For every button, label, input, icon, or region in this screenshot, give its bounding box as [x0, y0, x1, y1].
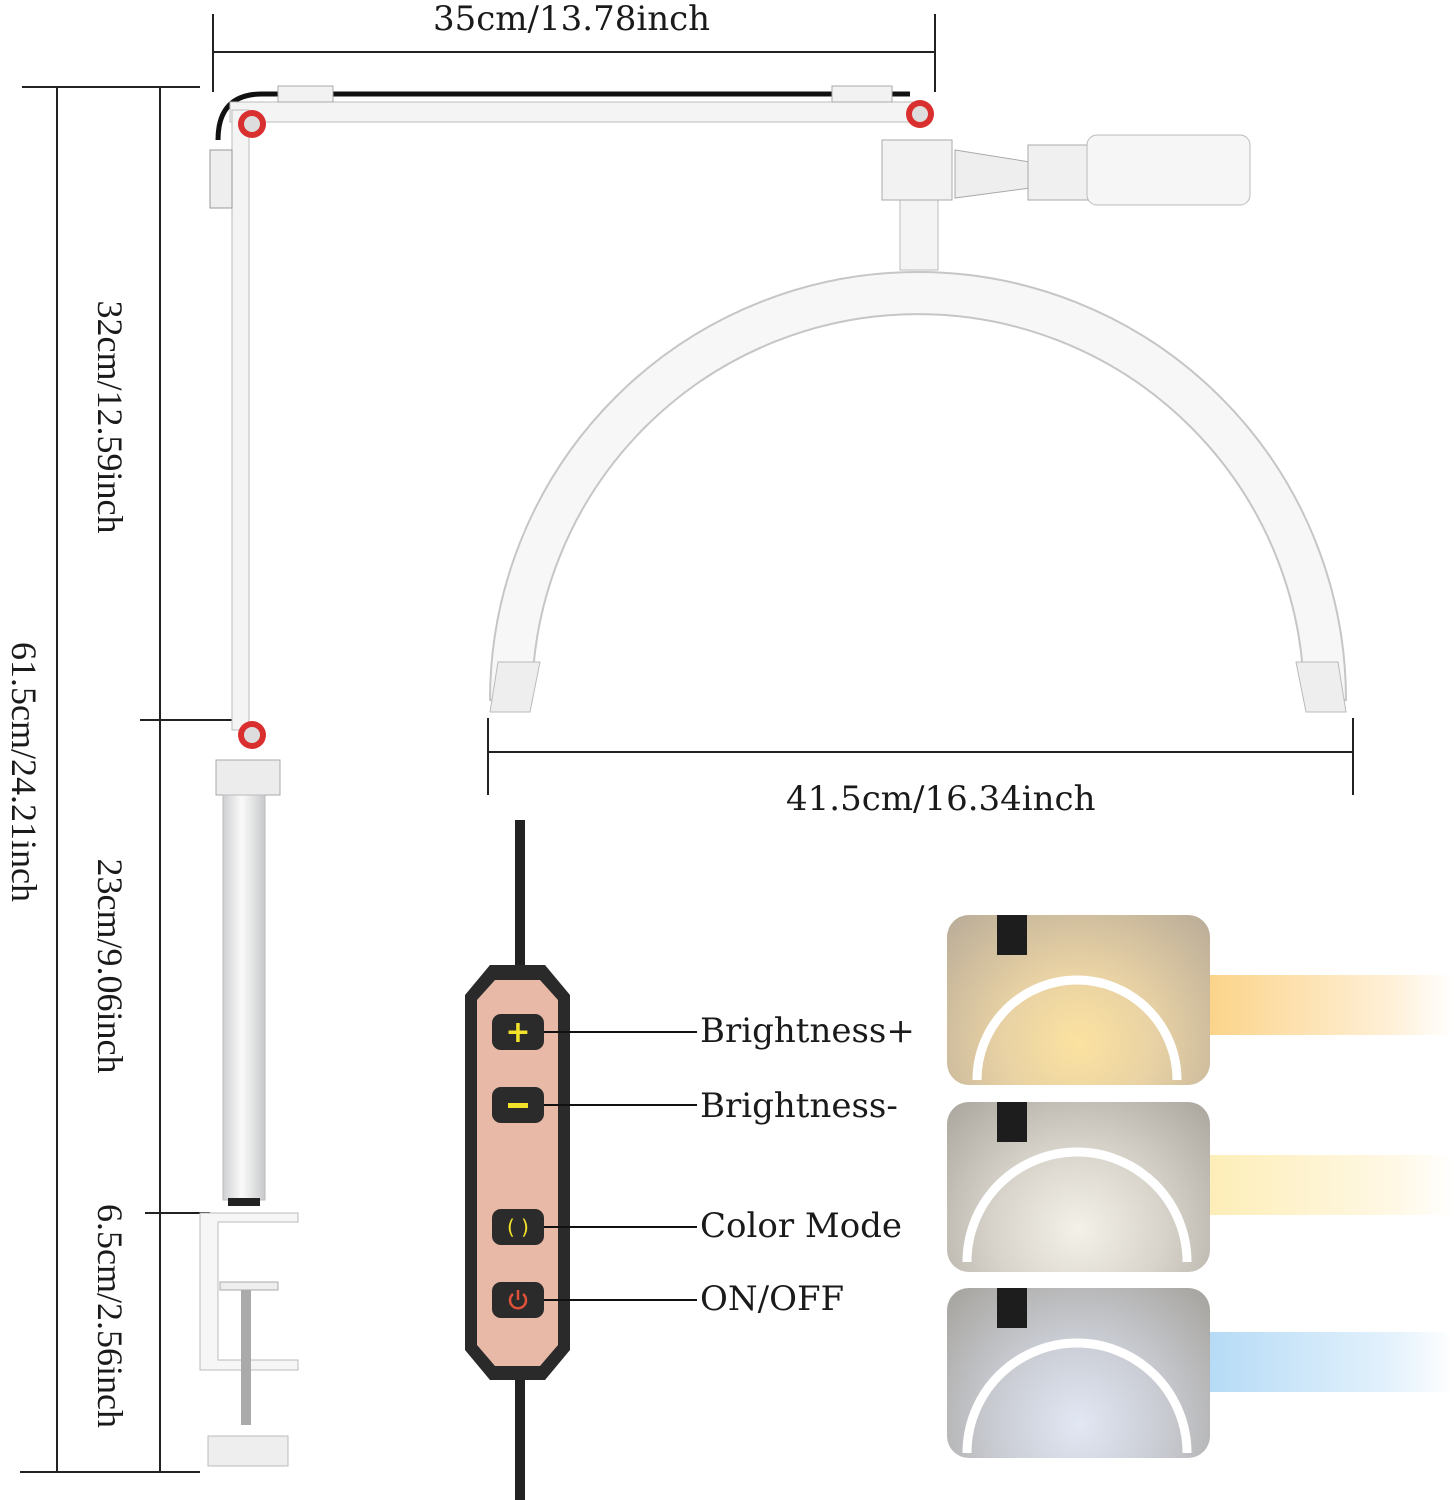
cool-mode-thumbnail — [947, 1288, 1210, 1458]
half-moon-lamp — [488, 134, 1348, 713]
power-label: ON/OFF — [700, 1279, 845, 1319]
brightness-down-button[interactable] — [492, 1087, 544, 1123]
color-mode-label: Color Mode — [700, 1206, 903, 1246]
brightness-down-label: Brightness- — [700, 1086, 898, 1126]
warm-light-beam — [1210, 975, 1454, 1035]
brightness-up-label: Brightness+ — [700, 1011, 915, 1051]
power-icon — [508, 1290, 528, 1310]
color-mode-icon: ( ) — [507, 1215, 529, 1239]
pole-and-clamp — [199, 759, 299, 1467]
lamp-arm — [209, 85, 934, 749]
knob-icon — [906, 100, 934, 128]
neutral-mode-thumbnail — [947, 1102, 1210, 1272]
total-height-label: 61.5cm/24.21inch — [4, 642, 44, 902]
upper-arm-label: 32cm/12.59inch — [90, 300, 130, 534]
clamp-label: 6.5cm/2.56inch — [90, 1204, 130, 1428]
cool-light-beam — [1210, 1332, 1454, 1392]
arm-width-label: 35cm/13.78inch — [433, 0, 711, 39]
controller — [465, 820, 697, 1500]
power-button[interactable] — [492, 1282, 544, 1318]
pole-label: 23cm/9.06inch — [90, 858, 130, 1074]
neutral-light-beam — [1210, 1155, 1454, 1215]
dimension-lines — [20, 14, 1354, 1473]
knob-icon — [238, 721, 266, 749]
brightness-up-button[interactable]: + — [492, 1014, 544, 1050]
color-mode-button[interactable]: ( ) — [492, 1209, 544, 1245]
knob-icon — [238, 110, 266, 138]
lamp-width-label: 41.5cm/16.34inch — [786, 779, 1096, 819]
minus-icon — [508, 1102, 528, 1108]
plus-icon: + — [505, 1014, 531, 1050]
warm-mode-thumbnail — [947, 915, 1210, 1085]
